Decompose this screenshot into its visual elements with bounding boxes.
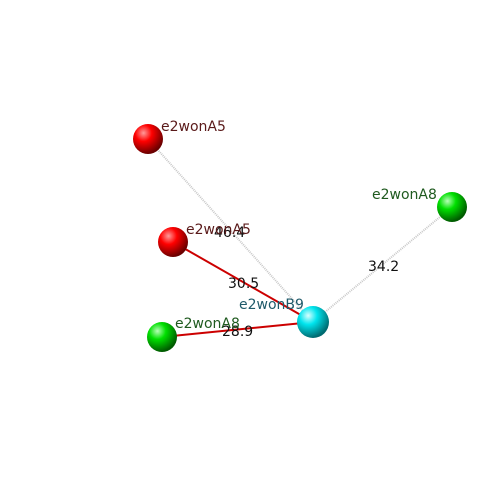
distance-line — [161, 321, 314, 338]
atom-sphere[interactable] — [437, 192, 467, 222]
distance-label: 28.9 — [222, 324, 253, 340]
distance-line — [172, 241, 314, 323]
distance-label: 30.5 — [228, 276, 259, 292]
atom-label: e2wonB9 — [239, 297, 304, 313]
distance-label: 46.4 — [214, 225, 245, 241]
atom-label: e2wonA5 — [186, 222, 251, 238]
atom-label: e2wonA8 — [372, 187, 437, 203]
atom-sphere[interactable] — [158, 227, 188, 257]
atom-sphere[interactable] — [147, 322, 177, 352]
labels-layer: 46.4 30.5 34.2 28.9 e2wonA5 e2wonA5 e2wonA8 e2w… — [161, 119, 437, 340]
atom-label: e2wonA5 — [161, 119, 226, 135]
distance-label: 34.2 — [368, 259, 399, 275]
atom-label: e2wonA8 — [175, 316, 240, 332]
atom-sphere[interactable] — [297, 306, 329, 338]
distance-lines — [147, 138, 453, 338]
atoms-layer — [133, 124, 467, 352]
distance-line — [312, 206, 453, 323]
atom-sphere[interactable] — [133, 124, 163, 154]
